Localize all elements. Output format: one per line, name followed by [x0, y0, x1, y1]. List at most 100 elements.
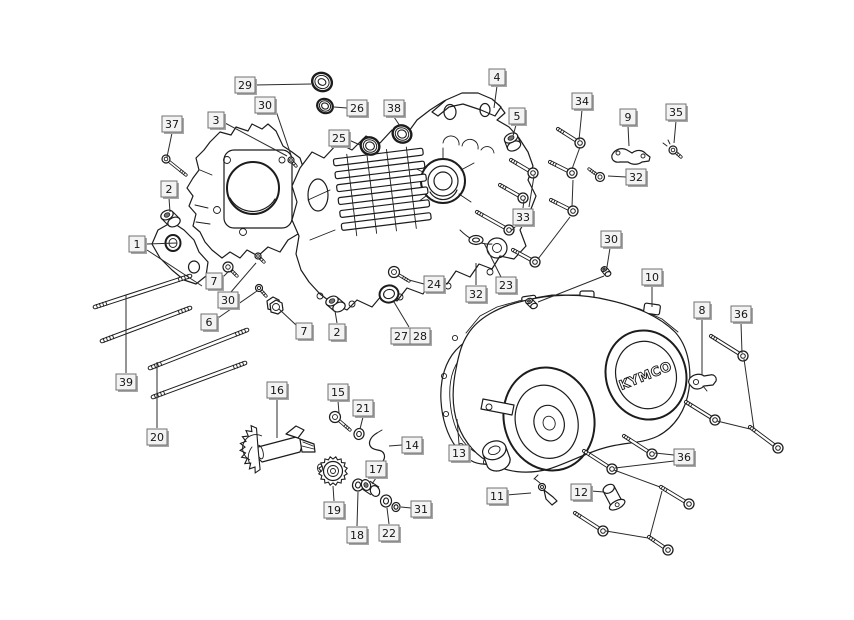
part-label-7[interactable]: 7	[295, 322, 314, 341]
part-label-2[interactable]: 2	[328, 323, 347, 342]
label-number: 17	[369, 463, 383, 476]
leader-line-36	[743, 358, 755, 430]
part-label-1[interactable]: 1	[128, 235, 147, 254]
part-label-16[interactable]: 16	[266, 381, 289, 400]
leader-line-9	[627, 125, 630, 147]
label-number: 35	[669, 106, 683, 119]
part-label-7[interactable]: 7	[205, 272, 224, 291]
part-label-26[interactable]: 26	[346, 99, 369, 118]
label-box	[346, 526, 368, 544]
stud	[92, 273, 193, 310]
part-label-13[interactable]: 13	[448, 444, 471, 463]
part-label-32[interactable]: 32	[625, 168, 648, 187]
nut-5	[503, 132, 522, 152]
part-label-8[interactable]: 8	[693, 301, 712, 320]
part-label-21[interactable]: 21	[352, 399, 375, 418]
label-number: 37	[165, 118, 179, 131]
label-number: 18	[350, 529, 364, 542]
leader-line-26	[333, 106, 348, 109]
label-number: 16	[270, 384, 284, 397]
label-number: 4	[494, 71, 501, 84]
leader-line-36	[716, 420, 751, 430]
label-box	[128, 235, 146, 253]
part-label-36[interactable]: 36	[730, 305, 753, 324]
label-box	[488, 68, 506, 86]
part-label-6[interactable]: 6	[200, 313, 219, 332]
label-box	[401, 436, 423, 454]
label-box	[508, 107, 526, 125]
small-bolt	[587, 167, 606, 183]
leader-line-36	[613, 469, 661, 488]
part-label-25[interactable]: 25	[328, 129, 351, 148]
part-label-34[interactable]: 34	[571, 92, 594, 111]
flange-bolt	[582, 449, 618, 475]
leader-line-4	[493, 85, 498, 109]
part-label-29[interactable]: 29	[234, 76, 257, 95]
flange-bolt	[556, 127, 586, 149]
cable-clamp-12	[602, 483, 626, 511]
cover-left-oval	[502, 366, 596, 472]
flange-bolt	[509, 158, 539, 179]
label-number: 32	[629, 171, 643, 184]
part-label-18[interactable]: 18	[346, 526, 369, 545]
leader-line-18	[356, 491, 359, 527]
label-box	[571, 92, 593, 110]
part-label-10[interactable]: 10	[641, 268, 664, 287]
label-box	[448, 444, 470, 462]
leader-line-30	[537, 275, 605, 303]
part-label-28[interactable]: 28	[409, 327, 432, 346]
label-number: 33	[516, 211, 530, 224]
part-label-36[interactable]: 36	[673, 448, 696, 467]
label-box	[327, 383, 349, 401]
part-label-19[interactable]: 19	[323, 501, 346, 520]
part-label-30[interactable]: 30	[600, 230, 623, 249]
label-number: 27	[394, 330, 408, 343]
part-label-24[interactable]: 24	[423, 275, 446, 294]
part-label-31[interactable]: 31	[410, 500, 433, 519]
leader-line-2	[334, 310, 338, 324]
part-label-11[interactable]: 11	[486, 487, 509, 506]
part-label-5[interactable]: 5	[508, 107, 527, 126]
leader-line-1	[146, 249, 203, 287]
part-label-39[interactable]: 39	[115, 373, 138, 392]
leader-line-32	[607, 175, 627, 178]
label-box	[160, 180, 178, 198]
leader-line-7	[278, 308, 297, 326]
part-label-15[interactable]: 15	[327, 383, 350, 402]
label-box	[465, 285, 487, 303]
label-number: 12	[574, 486, 588, 499]
part-label-9[interactable]: 9	[619, 108, 638, 127]
part-label-4[interactable]: 4	[488, 68, 507, 87]
part-label-20[interactable]: 20	[146, 428, 169, 447]
part-label-30[interactable]: 30	[254, 96, 277, 115]
label-box	[146, 428, 168, 446]
part-label-3[interactable]: 3	[207, 111, 226, 130]
part-label-23[interactable]: 23	[495, 276, 518, 295]
part-label-30[interactable]: 30	[217, 291, 240, 310]
label-number: 38	[387, 102, 401, 115]
part-label-17[interactable]: 17	[365, 460, 388, 479]
part-label-22[interactable]: 22	[378, 524, 401, 543]
crankcase-left-half	[186, 123, 306, 259]
label-box	[234, 76, 256, 94]
hook-bracket-8	[688, 373, 717, 392]
leader-line-21	[359, 416, 364, 430]
leader-line-1	[146, 242, 178, 245]
part-label-32[interactable]: 32	[465, 285, 488, 304]
part-label-14[interactable]: 14	[401, 436, 424, 455]
part-label-35[interactable]: 35	[665, 103, 688, 122]
leader-line-36	[740, 322, 743, 354]
part-label-38[interactable]: 38	[383, 99, 406, 118]
label-number: 22	[382, 527, 396, 540]
leader-line-27	[393, 301, 410, 328]
cylinder-fins	[332, 146, 432, 237]
part-label-33[interactable]: 33	[512, 208, 535, 227]
part-label-37[interactable]: 37	[161, 115, 184, 134]
part-label-2[interactable]: 2	[160, 180, 179, 199]
leader-line-33	[522, 199, 525, 209]
part-label-12[interactable]: 12	[570, 483, 593, 502]
label-number: 25	[332, 132, 346, 145]
leader-line-37	[166, 132, 173, 158]
label-box	[295, 322, 313, 340]
label-box	[673, 448, 695, 466]
